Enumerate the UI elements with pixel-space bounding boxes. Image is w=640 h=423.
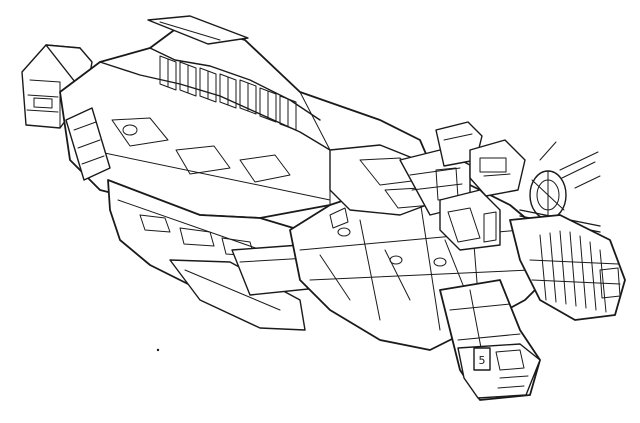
ink-dot [156, 348, 160, 352]
hull-number: 5 [479, 354, 486, 367]
dorsal-armor-plates [159, 55, 297, 131]
nose-section [509, 214, 626, 321]
sensor-cluster [435, 121, 601, 233]
front-landing-gear: 5 [439, 279, 541, 401]
hull-number-plate [473, 347, 491, 371]
